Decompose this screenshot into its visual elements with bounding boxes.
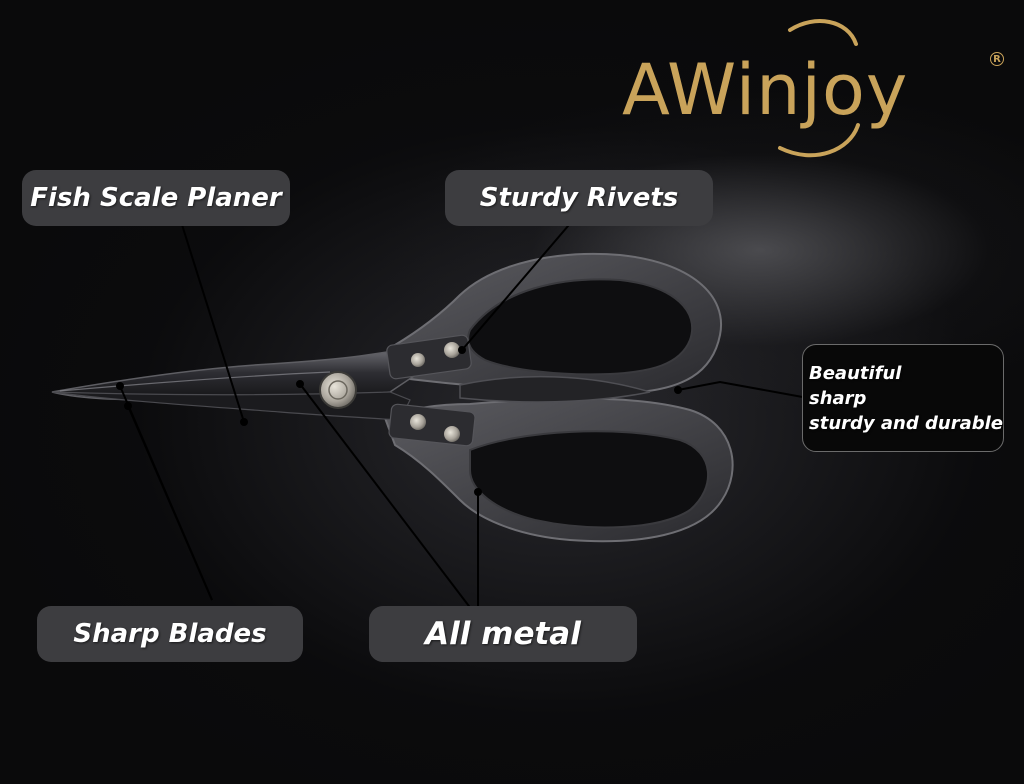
callout-fish-scale-planer: Fish Scale Planer <box>22 170 290 226</box>
upper-handle <box>393 252 723 395</box>
feature-line-sharp: sharp <box>809 387 867 409</box>
brand-name: AWinjoy <box>622 49 909 131</box>
feature-line-durable: sturdy and durable <box>809 412 1003 434</box>
brand-logo: AWinjoy <box>622 30 908 150</box>
serrated-grip <box>459 375 651 403</box>
callout-sturdy-rivets: Sturdy Rivets <box>445 170 713 226</box>
rivets <box>386 334 476 447</box>
callout-features-box: Beautiful sharp sturdy and durable <box>802 344 1004 452</box>
registered-mark: R <box>990 52 1004 66</box>
feature-line-beautiful: Beautiful <box>809 362 902 384</box>
pivot-screw <box>319 371 357 409</box>
callout-all-metal: All metal <box>369 606 637 662</box>
callout-sharp-blades: Sharp Blades <box>37 606 303 662</box>
callout-leader-lines <box>119 211 809 619</box>
lower-blade <box>51 391 411 421</box>
brand-swoosh <box>778 19 860 158</box>
